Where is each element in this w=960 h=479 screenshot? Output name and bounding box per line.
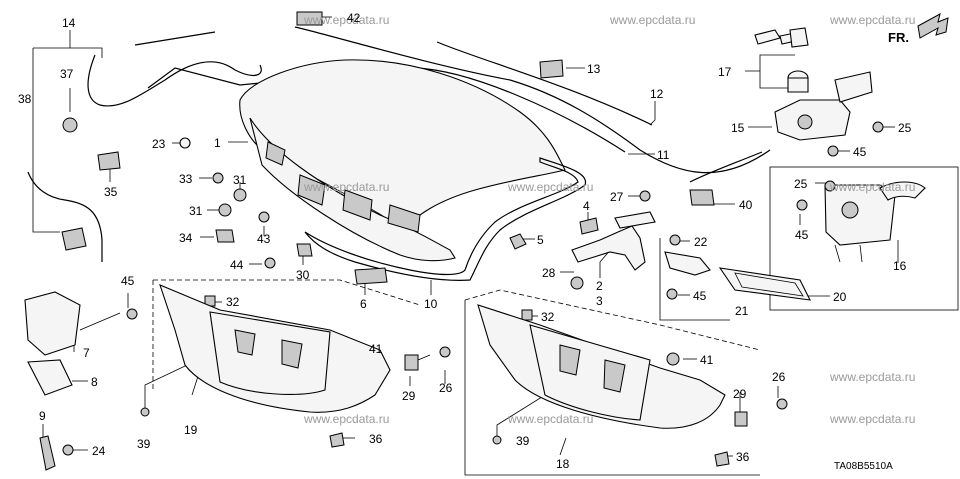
callout-5: 5 (537, 233, 544, 247)
callout-45-lower: 45 (693, 289, 707, 303)
watermark-text: www.epcdata.ru (610, 13, 696, 27)
callout-7: 7 (83, 346, 90, 360)
callout-23: 23 (152, 137, 166, 151)
callout-36-left: 36 (369, 432, 383, 446)
callout-45-upper: 45 (853, 145, 867, 159)
key-cylinder (754, 27, 809, 93)
diagram-code: TA08B5510A (834, 461, 893, 472)
callout-11: 11 (657, 148, 670, 162)
callout-30: 30 (296, 268, 310, 282)
callout-44: 44 (230, 258, 244, 272)
weatherstrip (304, 157, 587, 281)
callout-31-lower: 31 (189, 204, 203, 218)
callout-28: 28 (542, 266, 556, 280)
fasteners (24, 11, 884, 471)
garnish-left (159, 284, 391, 413)
front-marker: FR. (888, 30, 909, 45)
light-parts (664, 234, 811, 301)
callout-4: 4 (583, 199, 590, 213)
watermark-text: www.epcdata.ru (508, 180, 594, 194)
callout-26-right: 26 (772, 370, 786, 384)
callout-34: 34 (179, 231, 193, 245)
callout-20: 20 (833, 290, 847, 304)
callout-37: 37 (60, 67, 74, 81)
callout-17: 17 (718, 65, 732, 79)
callout-3: 3 (596, 294, 603, 308)
callout-39-right: 39 (516, 434, 530, 448)
watermark-text: www.epcdata.ru (304, 13, 390, 27)
callout-36-right: 36 (736, 450, 750, 464)
leader-lines (32, 16, 959, 476)
callout-35: 35 (104, 185, 118, 199)
callout-41-left: 41 (369, 342, 383, 356)
watermark-text: www.epcdata.ru (304, 412, 390, 426)
hinge (571, 211, 656, 271)
latch-parts (774, 71, 926, 263)
watermark-text: www.epcdata.ru (508, 412, 594, 426)
watermark-text: www.epcdata.ru (304, 180, 390, 194)
callout-10: 10 (424, 297, 438, 311)
callout-29-right: 29 (733, 387, 747, 401)
callout-25-box: 25 (794, 177, 808, 191)
callout-26-left: 26 (439, 381, 453, 395)
callout-22: 22 (694, 235, 708, 249)
callout-24: 24 (92, 444, 106, 458)
callout-18: 18 (556, 457, 570, 471)
callout-29-left: 29 (402, 389, 416, 403)
callout-12: 12 (650, 87, 664, 101)
callout-21: 21 (735, 304, 749, 318)
watermark-text: www.epcdata.ru (830, 13, 916, 27)
callout-19: 19 (184, 423, 198, 437)
trunk-lid (239, 59, 566, 262)
callout-27: 27 (610, 190, 624, 204)
callout-14: 14 (62, 16, 76, 30)
callout-25-upper: 25 (898, 121, 912, 135)
callout-45-box: 45 (795, 228, 809, 242)
callout-42: 42 (347, 11, 361, 25)
callout-40: 40 (739, 198, 753, 212)
watermark-text: www.epcdata.ru (830, 370, 916, 384)
callout-45-left: 45 (121, 274, 135, 288)
callout-8: 8 (91, 375, 98, 389)
callout-41-right: 41 (700, 353, 714, 367)
front-arrow-icon (917, 13, 949, 39)
callout-39-left: 39 (137, 437, 151, 451)
callout-33: 33 (179, 172, 193, 186)
watermark-text: www.epcdata.ru (830, 412, 916, 426)
callout-2: 2 (596, 279, 603, 293)
callout-6: 6 (360, 297, 367, 311)
callout-13: 13 (587, 62, 601, 76)
callout-43: 43 (257, 232, 271, 246)
watermark-text: www.epcdata.ru (830, 180, 916, 194)
callout-16: 16 (893, 259, 907, 273)
garnish-right (477, 304, 726, 429)
callout-9: 9 (39, 409, 46, 423)
callout-32-right: 32 (541, 310, 555, 324)
callout-38: 38 (18, 92, 32, 106)
callout-15: 15 (731, 121, 745, 135)
callout-31-upper: 31 (233, 173, 247, 187)
callout-32-left: 32 (226, 295, 240, 309)
callout-1: 1 (214, 136, 221, 150)
